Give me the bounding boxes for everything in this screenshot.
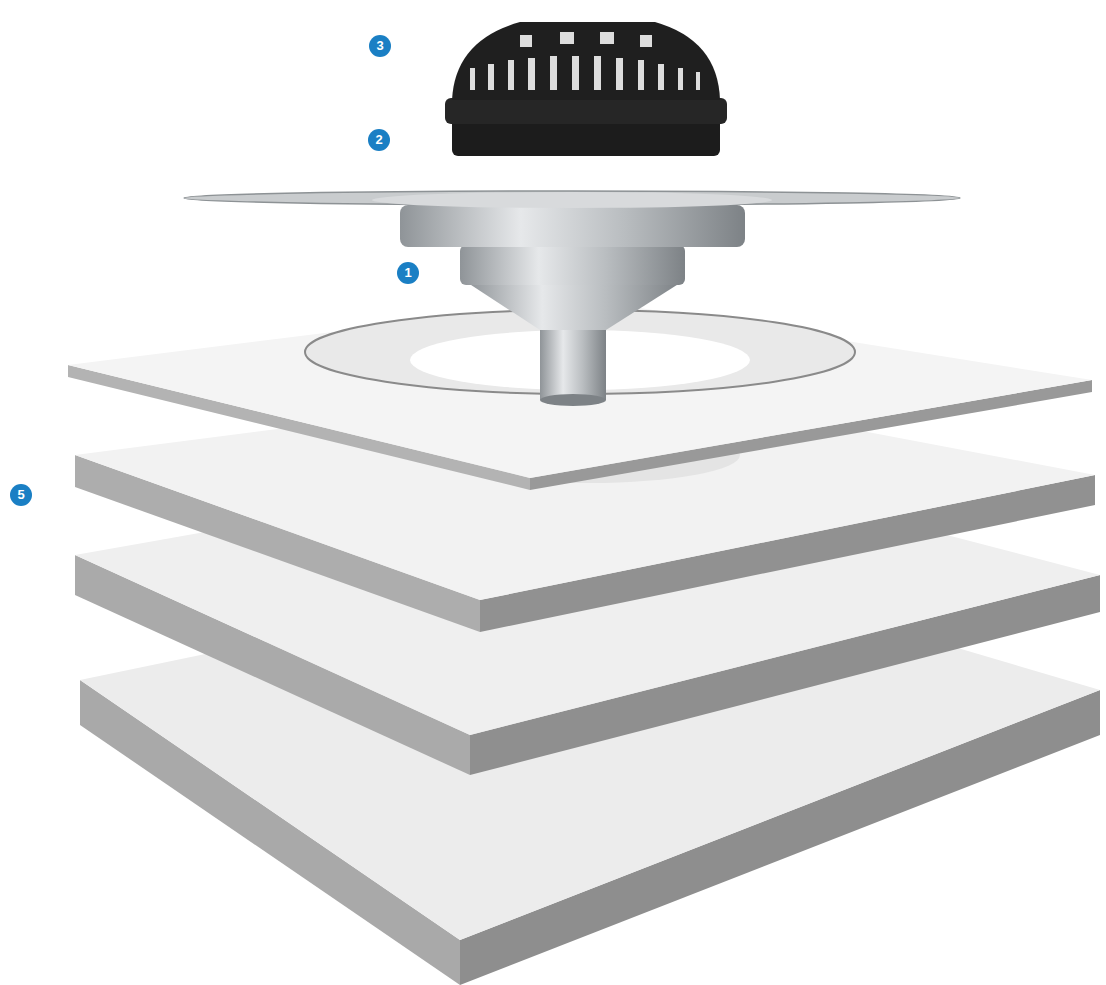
drain-body: [184, 191, 960, 406]
drain-grate: [445, 22, 727, 156]
callout-number: 2: [368, 129, 390, 151]
callout-number: 1: [397, 262, 419, 284]
callout-number: 3: [369, 35, 391, 57]
callout-number: 5: [10, 484, 32, 506]
